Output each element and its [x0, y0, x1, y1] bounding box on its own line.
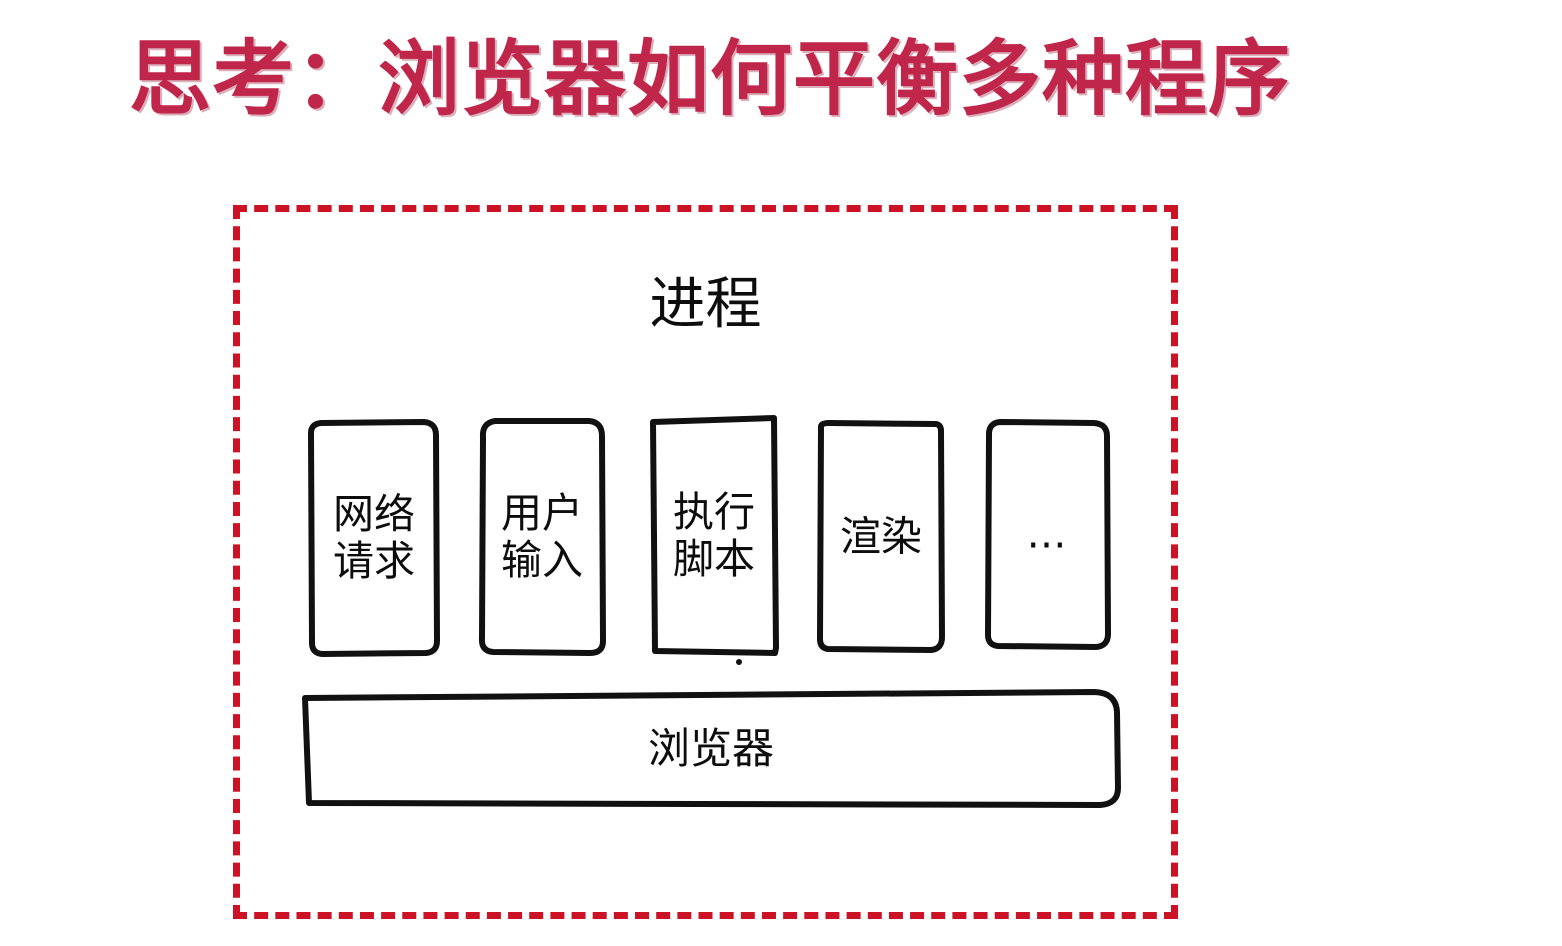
thread-label: 网络 请求	[333, 490, 415, 585]
thread-box-network-request[interactable]: 网络 请求	[308, 419, 440, 657]
hand-drawn-rect-icon	[302, 689, 1121, 808]
hand-drawn-rect-icon	[308, 419, 440, 657]
thread-box-render[interactable]: 渲染	[816, 419, 946, 655]
process-container: 进程	[233, 205, 1178, 919]
hand-drawn-rect-icon	[817, 420, 945, 653]
browser-bar-label: 浏览器	[647, 724, 774, 773]
hand-drawn-rect-icon	[985, 419, 1111, 650]
hand-drawn-rect-icon	[650, 415, 779, 656]
thread-label: 用户 输入	[501, 489, 583, 584]
stray-mark	[736, 659, 742, 665]
hand-drawn-rect-icon	[478, 418, 606, 656]
browser-bar[interactable]: 浏览器	[300, 688, 1122, 810]
page-title: 思考：浏览器如何平衡多种程序	[128, 32, 1291, 127]
thread-box-execute-script[interactable]: 执行 脚本	[648, 414, 780, 657]
thread-label: 执行 脚本	[673, 487, 755, 583]
process-label: 进程	[649, 272, 762, 337]
thread-label: …	[1026, 511, 1070, 558]
thread-box-user-input[interactable]: 用户 输入	[477, 417, 607, 657]
thread-label: 渲染	[840, 512, 922, 561]
thread-box-more[interactable]: …	[984, 418, 1112, 652]
